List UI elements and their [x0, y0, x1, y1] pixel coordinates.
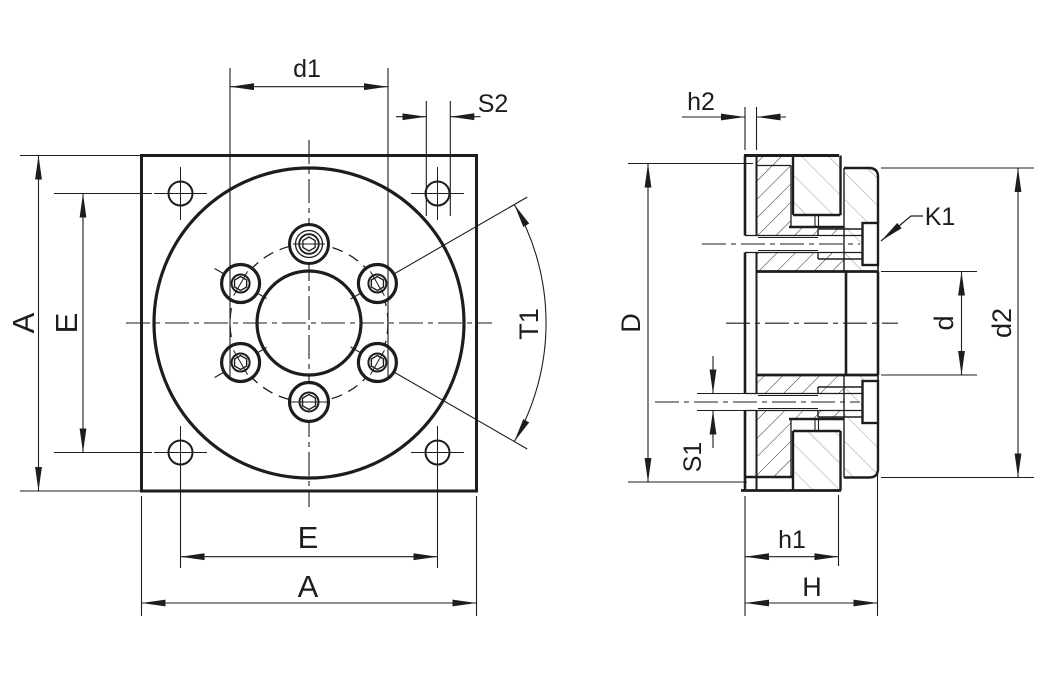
dim-label-s2: S2 [478, 90, 509, 118]
dim-s1 [697, 356, 747, 448]
dim-label-e-bottom: E [298, 520, 319, 555]
square-plate-outline [140, 154, 478, 493]
ring-hatch-regions [793, 155, 878, 491]
dim-label-a-left: A [6, 312, 41, 333]
dim-h2 [682, 107, 786, 150]
bolt-top [288, 223, 330, 265]
clamp-screw-top [745, 221, 880, 267]
dim-a-left [20, 154, 141, 492]
bolt-holes [220, 223, 398, 424]
dim-a-bottom [140, 496, 478, 616]
dim-label-d-bore: d [929, 315, 959, 330]
front-view: d1 S2 A E E [6, 55, 547, 616]
dim-d-outer [628, 162, 753, 483]
t1-angle-arc [513, 204, 547, 442]
bolt-bottom [287, 380, 331, 424]
dim-label-h1: h1 [778, 526, 806, 554]
section-view: h2 K1 D d d2 [616, 88, 1034, 616]
hub-hatch-regions [756, 156, 846, 477]
dim-label-s1: S1 [679, 442, 707, 473]
corner-hole [411, 167, 464, 220]
dim-label-h2: h2 [687, 88, 715, 116]
dim-label-k1: K1 [925, 203, 956, 231]
bolt-cross-ticks [233, 271, 385, 375]
dim-e-left [54, 192, 152, 454]
dim-label-d1: d1 [293, 55, 321, 83]
dim-d-bore [881, 270, 977, 376]
dim-e-bottom [179, 466, 439, 568]
dim-label-a-bottom: A [298, 569, 319, 604]
k1-leader [880, 215, 923, 242]
corner-hole [154, 167, 207, 220]
dim-d1 [229, 68, 389, 380]
flange-outer-circle [152, 166, 466, 480]
dim-label-d-outer: D [616, 313, 646, 333]
dim-d2 [881, 167, 1034, 479]
dim-h1 [744, 495, 840, 616]
front-centerlines [126, 140, 492, 507]
center-bore-circle [255, 269, 363, 377]
dim-label-d2: d2 [987, 308, 1017, 338]
section-outlines [741, 154, 880, 492]
clamp-screw-bottom [745, 379, 880, 425]
dim-label-h-total: H [802, 572, 822, 602]
dim-label-t1: T1 [514, 308, 544, 340]
corner-holes [154, 167, 464, 479]
dim-h-total [745, 429, 879, 616]
dim-label-e-left: E [49, 313, 84, 334]
corner-hole [411, 426, 464, 479]
dim-s2 [396, 101, 481, 216]
section-centerlines [655, 243, 898, 403]
